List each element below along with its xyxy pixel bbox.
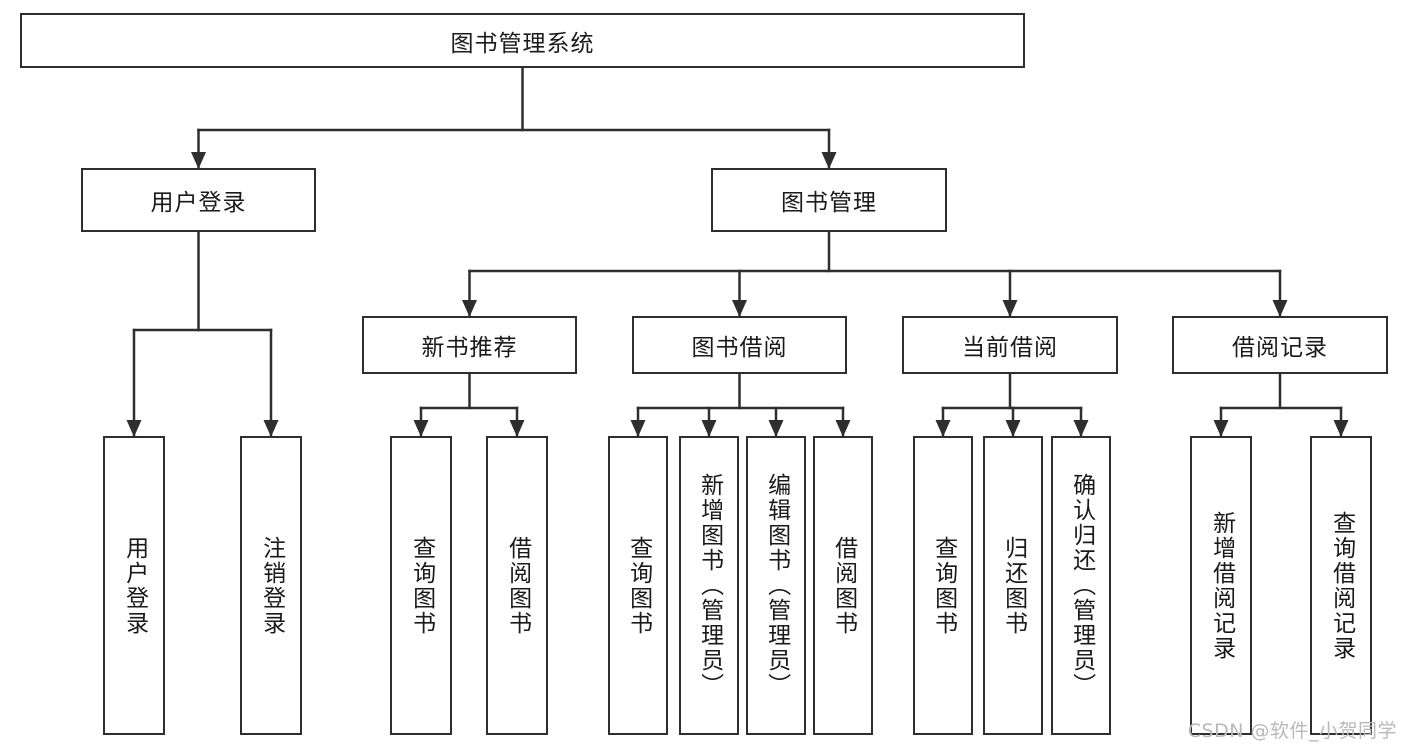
arrowhead-l3-records-1 bbox=[1333, 420, 1349, 437]
arrowhead-l3-borrow-3 bbox=[835, 420, 851, 437]
node-label: 查询借阅记录 bbox=[1328, 510, 1355, 661]
arrowhead-l3-borrow-2 bbox=[768, 420, 784, 437]
node-leaf-user-login: 用户登录 bbox=[103, 436, 165, 735]
arrowhead-l2-book-manage-1 bbox=[732, 300, 747, 317]
arrowhead-l3-borrow-1 bbox=[701, 420, 717, 437]
arrowhead-l3-new-book-0 bbox=[413, 420, 429, 437]
arrowhead-l2-book-manage-3 bbox=[1272, 300, 1288, 317]
node-label: 借阅图书 bbox=[504, 535, 531, 636]
node-l3-new-book: 新书推荐 bbox=[362, 316, 577, 374]
node-label: 图书管理系统 bbox=[450, 30, 595, 57]
node-label: 用户登录 bbox=[150, 190, 247, 216]
node-leaf-bb-borrow: 借阅图书 bbox=[813, 436, 873, 735]
arrowhead-l2-user-login-1 bbox=[263, 420, 279, 437]
node-label: 查询图书 bbox=[408, 535, 435, 636]
node-label: 新书推荐 bbox=[421, 335, 518, 361]
node-leaf-user-logout: 注销登录 bbox=[240, 436, 302, 735]
arrowhead-l3-current-1 bbox=[1005, 420, 1021, 437]
node-l2-user-login: 用户登录 bbox=[81, 168, 316, 232]
node-label: 用户登录 bbox=[121, 535, 148, 636]
arrowhead-l3-new-book-1 bbox=[509, 420, 525, 437]
node-leaf-cb-query: 查询图书 bbox=[913, 436, 973, 735]
node-leaf-nb-borrow: 借阅图书 bbox=[486, 436, 548, 735]
arrowhead-l2-book-manage-2 bbox=[1002, 300, 1018, 317]
node-leaf-bb-query: 查询图书 bbox=[608, 436, 668, 735]
node-label: 归还图书 bbox=[1000, 535, 1027, 636]
node-label: 编辑图书（管理员） bbox=[763, 473, 790, 698]
node-leaf-nb-query: 查询图书 bbox=[390, 436, 452, 735]
node-label: 查询图书 bbox=[625, 535, 652, 636]
arrowhead-root-1 bbox=[821, 152, 837, 169]
node-leaf-cb-return: 归还图书 bbox=[983, 436, 1043, 735]
node-label: 图书管理 bbox=[781, 190, 877, 216]
node-label: 注销登录 bbox=[258, 535, 285, 636]
node-leaf-bb-edit: 编辑图书（管理员） bbox=[746, 436, 806, 735]
node-leaf-rec-add: 新增借阅记录 bbox=[1190, 436, 1252, 735]
node-leaf-bb-add: 新增图书（管理员） bbox=[679, 436, 739, 735]
watermark-label: CSDN @软件_小贺同学 bbox=[1187, 720, 1397, 742]
arrowhead-l2-user-login-0 bbox=[126, 420, 142, 437]
node-label: 查询图书 bbox=[930, 535, 957, 636]
node-l2-book-manage: 图书管理 bbox=[711, 168, 947, 232]
node-label: 新增图书（管理员） bbox=[696, 473, 723, 698]
node-label: 图书借阅 bbox=[691, 335, 788, 361]
node-l3-borrow: 图书借阅 bbox=[632, 316, 847, 374]
node-l3-current: 当前借阅 bbox=[902, 316, 1118, 374]
node-label: 确认归还（管理员） bbox=[1068, 473, 1095, 698]
node-leaf-rec-query: 查询借阅记录 bbox=[1310, 436, 1372, 735]
arrowhead-root-0 bbox=[191, 152, 206, 169]
arrowhead-l3-current-0 bbox=[935, 420, 951, 437]
node-leaf-cb-confirm: 确认归还（管理员） bbox=[1051, 436, 1111, 735]
node-label: 新增借阅记录 bbox=[1208, 510, 1235, 661]
node-label: 借阅图书 bbox=[830, 535, 857, 636]
node-label: 当前借阅 bbox=[962, 335, 1058, 361]
arrowhead-l2-book-manage-0 bbox=[462, 300, 477, 317]
node-label: 借阅记录 bbox=[1232, 335, 1328, 361]
arrowhead-l3-borrow-0 bbox=[630, 420, 646, 437]
arrowhead-l3-current-2 bbox=[1073, 420, 1089, 437]
arrowhead-l3-records-0 bbox=[1213, 420, 1229, 437]
node-root: 图书管理系统 bbox=[20, 13, 1025, 68]
node-l3-records: 借阅记录 bbox=[1172, 316, 1388, 374]
